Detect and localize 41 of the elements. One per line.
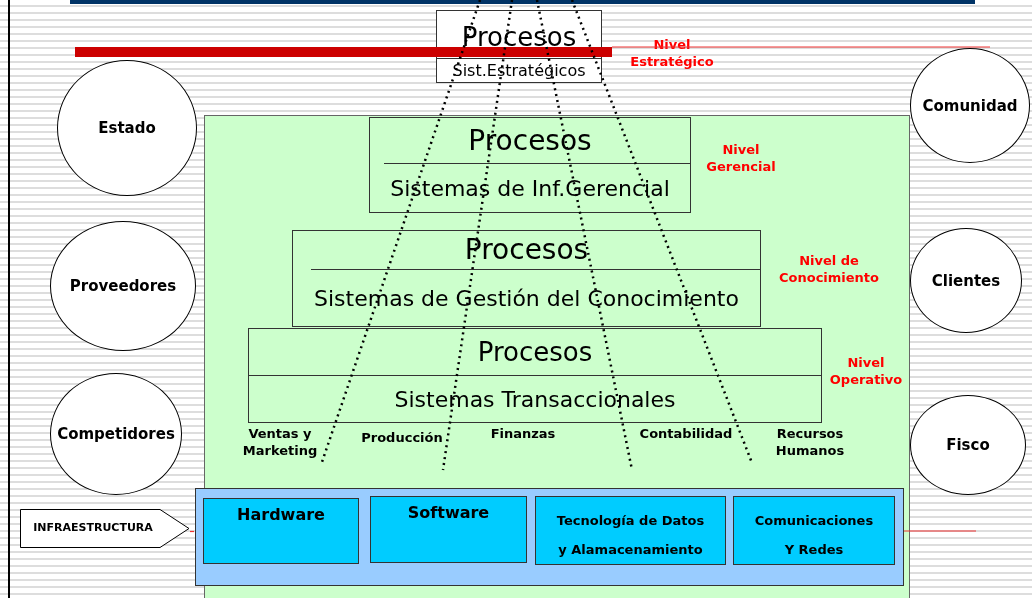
infrastructure-box <box>733 496 895 565</box>
level-box <box>369 117 691 213</box>
system-name: Sistemas Transaccionales <box>393 386 677 413</box>
entity-circle <box>910 48 1030 163</box>
process-title: Procesos <box>467 124 593 157</box>
entity-name: Comunidad <box>922 96 1018 115</box>
component-name: Hardware <box>236 505 326 525</box>
functional-area-label: Finanzas <box>489 425 557 442</box>
process-title: Procesos <box>476 337 594 367</box>
level-box <box>292 230 761 327</box>
component-name: Comunicaciones Y Redes <box>754 512 874 559</box>
level-label: Nivel Operativo <box>828 354 904 388</box>
level-label: Nivel de Conocimiento <box>777 252 880 286</box>
entity-name: Competidores <box>57 425 175 443</box>
entity-name: Fisco <box>946 436 990 454</box>
level-label: Nivel Gerencial <box>705 141 777 175</box>
system-name: Sistemas de Gestión del Conocimiento <box>313 285 740 312</box>
infrastructure-box <box>535 496 726 565</box>
infrastructure-panel <box>195 488 904 586</box>
entity-name: Proveedores <box>69 277 177 295</box>
functional-area-label: Recursos Humanos <box>774 425 846 459</box>
functional-area-label: Contabilidad <box>638 425 734 442</box>
entity-circle <box>910 228 1022 333</box>
level-label: Nivel Estratégico <box>629 36 715 70</box>
process-title: Procesos <box>460 21 578 52</box>
process-title: Procesos <box>463 234 590 266</box>
system-name: Sistemas de Inf.Gerencial <box>389 175 671 202</box>
functional-area-label: Ventas y Marketing <box>241 425 319 459</box>
connector-line <box>189 530 195 533</box>
infrastructure-label: INFRAESTRUCTURA <box>32 521 154 534</box>
functional-area-label: Producción <box>360 429 444 446</box>
component-name: Tecnología de Datos y Alamacenamiento <box>555 512 706 559</box>
level-box <box>248 328 822 423</box>
system-name: Sist.Estratégicos <box>451 61 587 81</box>
entity-name: Estado <box>98 119 156 137</box>
entity-circle <box>910 395 1026 495</box>
component-name: Software <box>406 503 491 523</box>
infrastructure-box <box>370 496 527 563</box>
entity-name: Clientes <box>931 271 1001 290</box>
infrastructure-box <box>203 498 359 564</box>
infrastructure-tag <box>20 509 190 548</box>
